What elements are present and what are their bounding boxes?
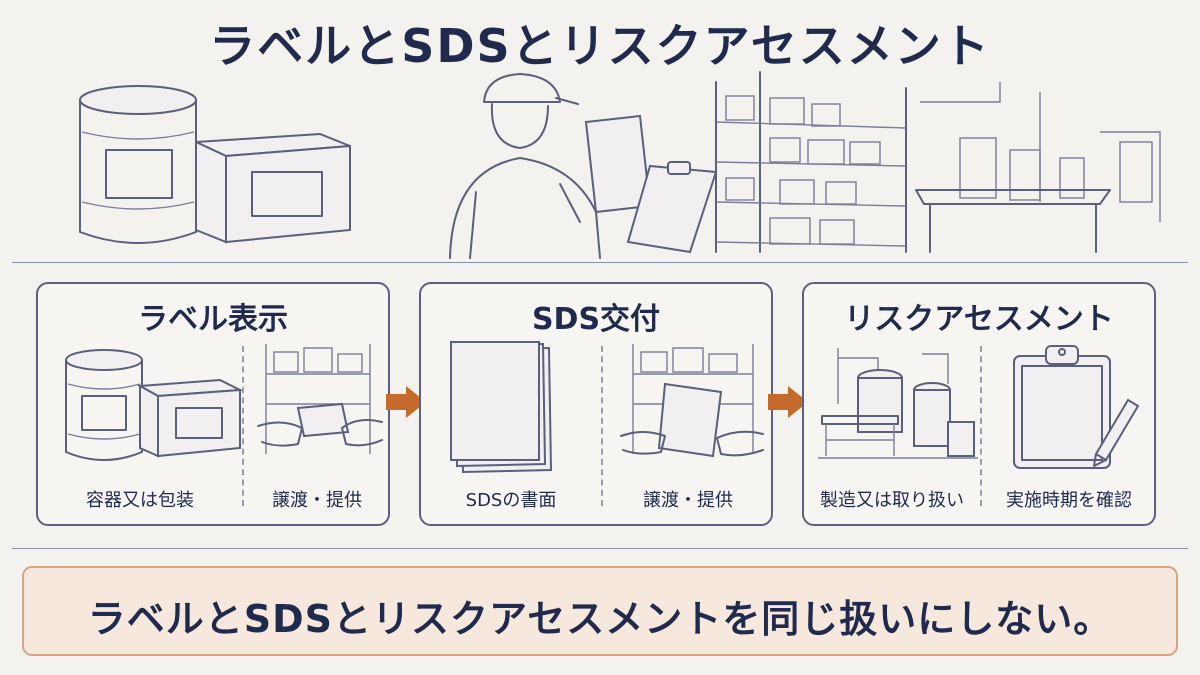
panel-title: ラベル表示 [138, 302, 288, 337]
page-title: ラベルとSDSとリスクアセスメント [209, 19, 991, 73]
plant-icon [915, 82, 1161, 253]
document-icon [450, 341, 553, 474]
caption: 容器又は包装 [86, 490, 194, 511]
footer-callout: ラベルとSDSとリスクアセスメントを同じ扱いにしない。 [22, 566, 1178, 656]
clipboard-icon [1013, 345, 1111, 469]
box-icon [195, 132, 351, 244]
panel-sds: SDS交付 SDSの書面 譲渡・提供 [419, 282, 773, 526]
panel-risk-assessment: リスクアセスメント [802, 282, 1156, 526]
panel-title: SDS交付 [531, 302, 661, 337]
shelf-icon [715, 71, 907, 253]
panel-label: ラベル表示 [36, 282, 390, 526]
shelf-icon [265, 344, 371, 454]
box-icon [136, 378, 244, 458]
arrow-right-icon [768, 386, 808, 418]
drum-icon [65, 349, 143, 461]
caption: 譲渡・提供 [272, 490, 362, 511]
hero-illustration [0, 62, 1200, 259]
pen-icon [1093, 398, 1140, 467]
caption: SDSの書面 [465, 490, 557, 511]
arrow-right-icon [386, 386, 426, 418]
caption: 実施時期を確認 [1006, 490, 1132, 511]
plant-icon [818, 348, 978, 459]
worker-icon [449, 73, 718, 259]
drum-icon [79, 85, 197, 244]
footer-message: ラベルとSDSとリスクアセスメントを同じ扱いにしない。 [87, 597, 1113, 641]
panel-divider [242, 346, 244, 506]
panel-title: リスクアセスメント [844, 302, 1114, 337]
handover-icon [257, 402, 383, 447]
bottom-divider [12, 548, 1188, 549]
panel-divider [980, 346, 982, 506]
top-divider [12, 262, 1188, 263]
shelf-icon [632, 344, 754, 454]
handover-icon [620, 382, 764, 458]
caption: 譲渡・提供 [643, 490, 733, 511]
panel-divider [601, 346, 603, 506]
caption: 製造又は取り扱い [820, 490, 964, 511]
